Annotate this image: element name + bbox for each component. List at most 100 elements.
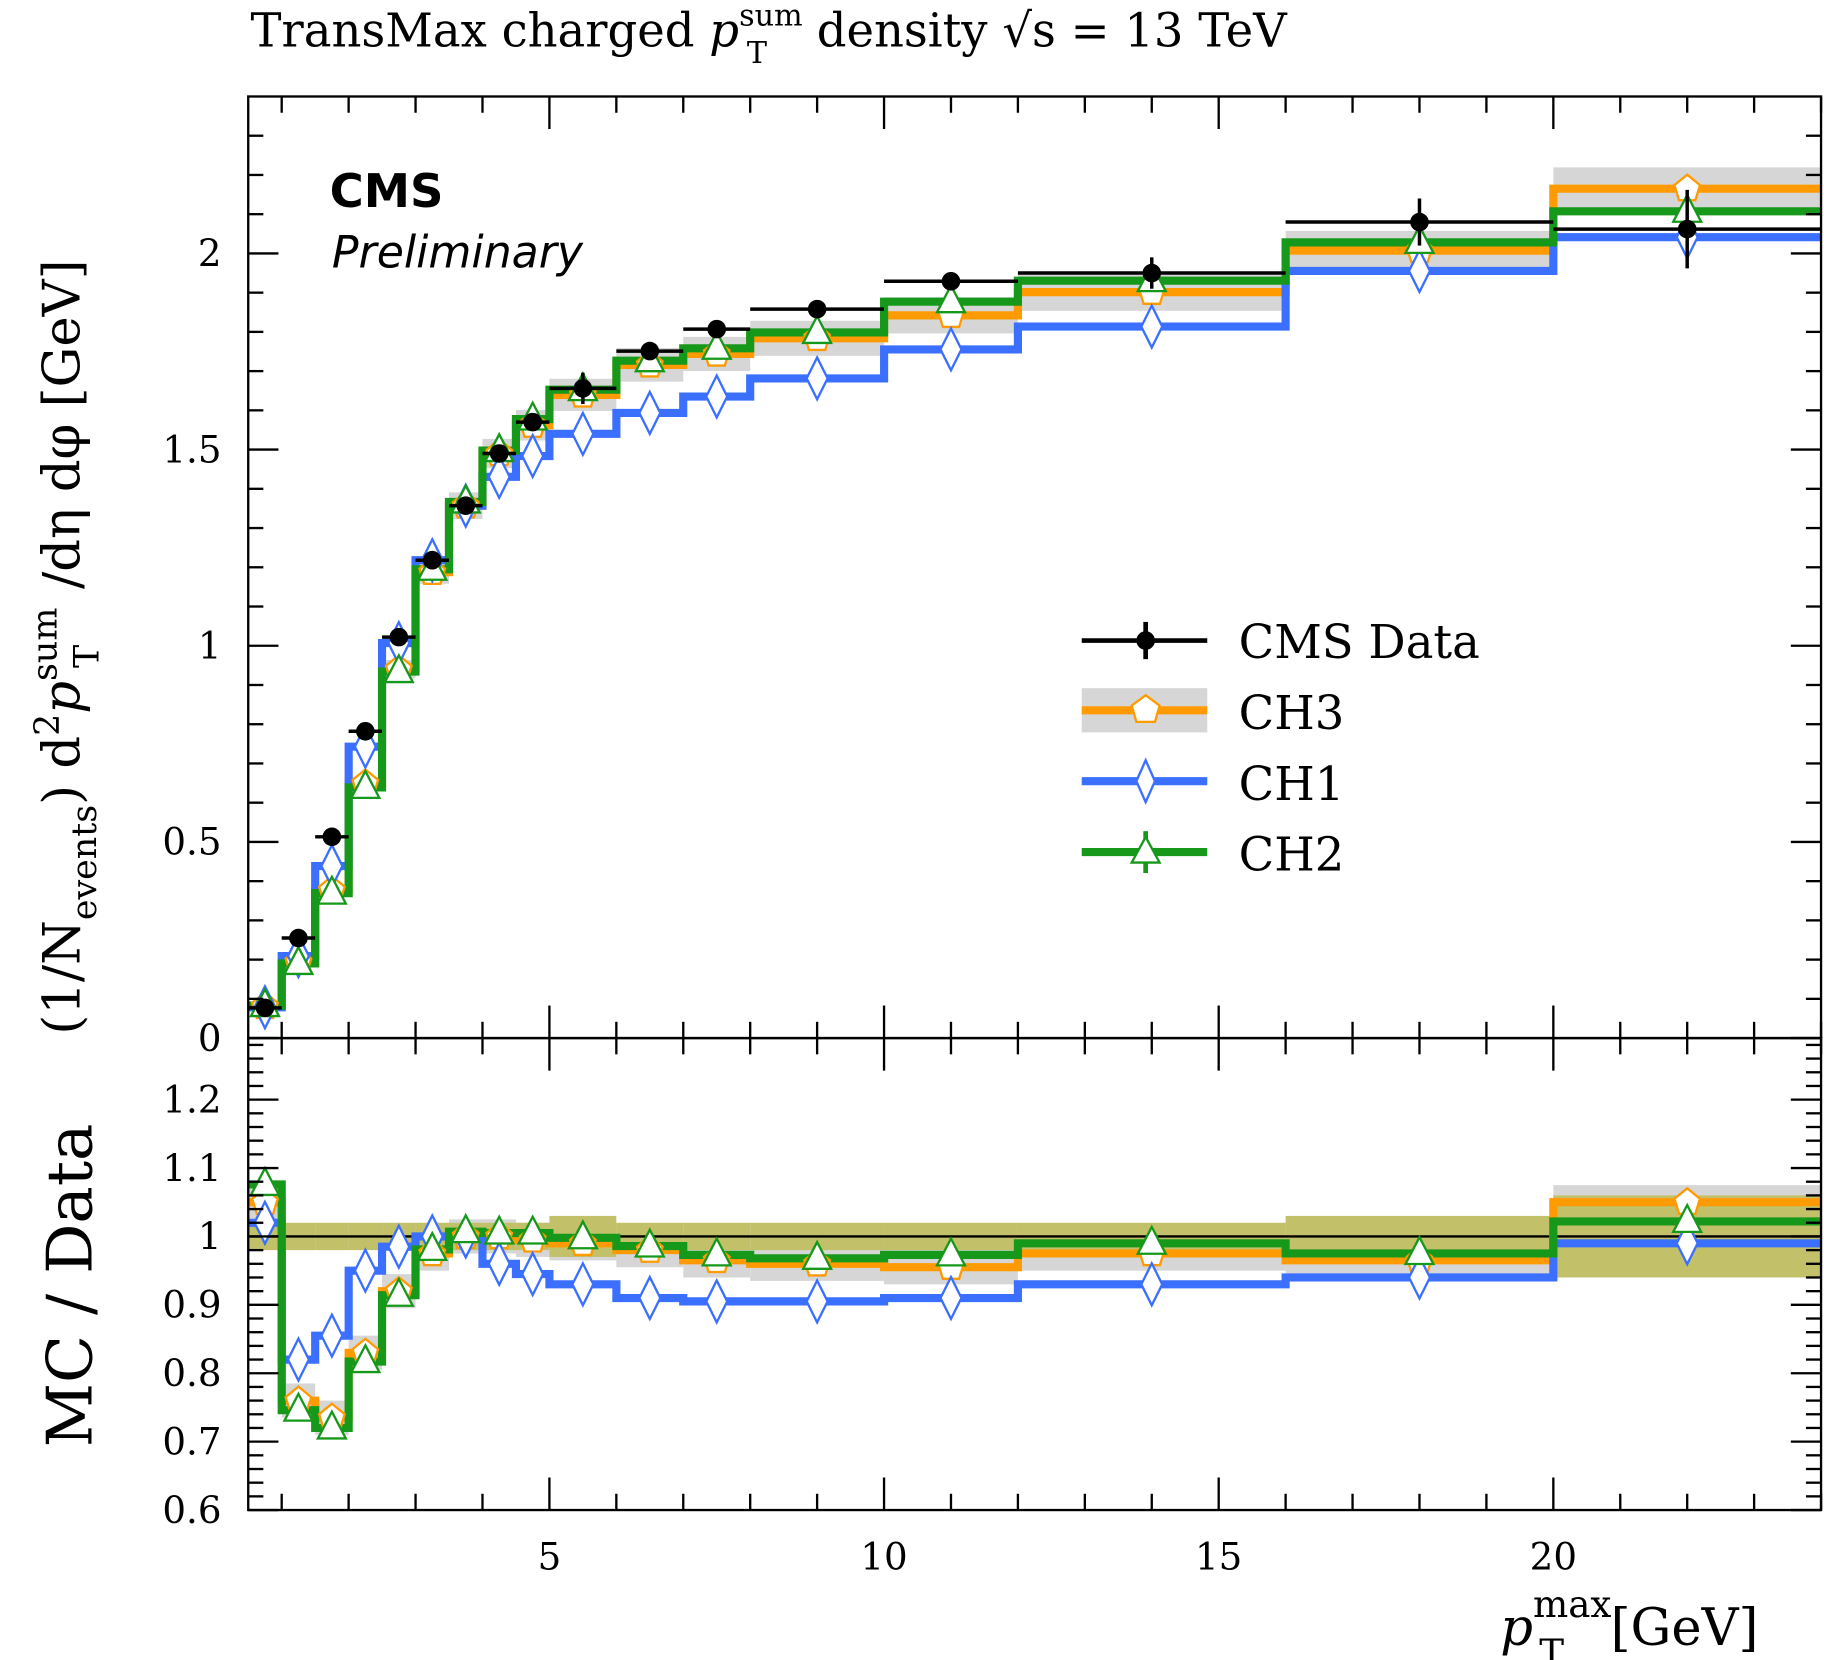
diamond-marker-ch1 bbox=[638, 389, 662, 437]
ylabel-d: /dη dφ [GeV] bbox=[34, 259, 93, 605]
diamond-ratio-marker-ch1 bbox=[1407, 1253, 1432, 1302]
data-point bbox=[1142, 263, 1162, 283]
data-point bbox=[807, 299, 827, 319]
data-marker-icon bbox=[1136, 631, 1155, 650]
triangle-ratio-marker-ch2 bbox=[449, 1212, 482, 1244]
x-tick-label: 15 bbox=[1195, 1534, 1242, 1578]
triangle-marker-ch2 bbox=[282, 944, 315, 976]
data-point bbox=[356, 721, 375, 741]
title-prefix: TransMax charged bbox=[251, 3, 710, 57]
triangle-marker-ch2 bbox=[316, 874, 348, 905]
x-tick-label: 10 bbox=[860, 1534, 907, 1578]
diamond-marker-ch1 bbox=[571, 410, 595, 458]
triangle-ratio-marker-ch2 bbox=[516, 1214, 549, 1245]
triangle-ratio-marker-ch2 bbox=[935, 1236, 967, 1267]
xlabel-unit: [GeV] bbox=[1611, 1599, 1759, 1658]
triangle-marker-ch2 bbox=[382, 652, 415, 684]
y-tick-label: 1 bbox=[198, 624, 222, 668]
data-point bbox=[456, 496, 476, 515]
diamond-ratio-marker-ch1 bbox=[638, 1274, 662, 1322]
title-sup: sum bbox=[739, 0, 803, 34]
diamond-marker-ch1 bbox=[1407, 247, 1432, 295]
y-tick-label: 0 bbox=[198, 1016, 222, 1060]
triangle-ratio-marker-ch2 bbox=[567, 1219, 599, 1250]
x-tick-label: 20 bbox=[1530, 1534, 1577, 1578]
legend-item-ch2: CH2 bbox=[1081, 828, 1345, 882]
ylabel-c: p bbox=[34, 681, 93, 714]
ratio-y-tick-label: 0.7 bbox=[162, 1419, 221, 1463]
diamond-ratio-marker-ch1 bbox=[1140, 1260, 1164, 1308]
triangle-ratio-marker-ch2 bbox=[633, 1227, 666, 1258]
ylabel-c-sub: T bbox=[67, 645, 107, 668]
data-point bbox=[1677, 219, 1697, 239]
y-tick-label: 0.5 bbox=[162, 820, 221, 864]
triangle-marker-ch2 bbox=[801, 313, 833, 345]
diamond-marker-ch1 bbox=[805, 354, 829, 402]
diamond-ratio-marker-ch1 bbox=[939, 1274, 963, 1322]
ratio-y-tick-label: 1 bbox=[198, 1214, 222, 1258]
data-point bbox=[322, 827, 342, 847]
title-energy: √s = 13 TeV bbox=[1002, 3, 1288, 57]
ylabel-a: (1/N bbox=[34, 920, 93, 1034]
y-tick-label: 1.5 bbox=[162, 427, 221, 471]
series-lines bbox=[248, 184, 1822, 1433]
legend: CMS Data CH3 CH1 CH2 bbox=[1081, 615, 1480, 882]
ratio-y-tick-label: 0.8 bbox=[162, 1351, 221, 1395]
ratio-line-ch2 bbox=[248, 1180, 1822, 1433]
diamond-marker-ch1 bbox=[1140, 303, 1164, 351]
y-axis-label: (1/Nevents) d2psumT /dη dφ [GeV] bbox=[25, 259, 107, 1034]
ratio-frame bbox=[247, 1036, 1823, 1512]
title-suffix: density bbox=[802, 3, 1002, 57]
ratio-y-tick-label: 0.9 bbox=[162, 1283, 221, 1327]
data-point bbox=[941, 271, 961, 291]
legend-label-ch2: CH2 bbox=[1239, 828, 1345, 882]
triangle-ratio-marker-ch2 bbox=[382, 1276, 415, 1307]
series-line-ch3 bbox=[248, 184, 1822, 1011]
diamond-marker-ch1 bbox=[487, 453, 511, 501]
triangle-ratio-marker-ch2 bbox=[801, 1239, 833, 1270]
diamond-marker-ch1 bbox=[520, 432, 545, 480]
triangle-marker-ch2 bbox=[935, 282, 967, 314]
triangle-ratio-marker-ch2 bbox=[349, 1342, 382, 1374]
triangle-marker-icon bbox=[1129, 834, 1162, 864]
triangle-ratio-marker-ch2 bbox=[1671, 1202, 1704, 1234]
triangle-ratio-marker-ch2 bbox=[282, 1391, 315, 1422]
triangle-marker-ch2 bbox=[700, 329, 733, 360]
ratio-y-tick-label: 0.6 bbox=[162, 1488, 221, 1532]
diamond-ratio-marker-ch1 bbox=[520, 1250, 545, 1298]
series-line-ch1 bbox=[248, 233, 1822, 1012]
data-point bbox=[289, 928, 308, 948]
ratio-y-axis-label: MC / Data bbox=[33, 1124, 106, 1448]
xlabel-sup: max bbox=[1533, 1582, 1611, 1626]
triangle-marker-ch2 bbox=[349, 768, 382, 800]
legend-item-data: CMS Data bbox=[1081, 615, 1480, 669]
data-point bbox=[255, 998, 275, 1018]
ylabel-c-sup: sum bbox=[25, 608, 65, 681]
triangle-ratio-marker-ch2 bbox=[416, 1230, 449, 1262]
diamond-marker-ch1 bbox=[704, 372, 729, 421]
triangle-ratio-marker-ch2 bbox=[1135, 1224, 1168, 1255]
xlabel-sub: T bbox=[1539, 1631, 1564, 1660]
x-tick-label: 5 bbox=[538, 1534, 562, 1578]
ylabel-b-sup: 2 bbox=[28, 714, 68, 736]
ylabel-b: ) d bbox=[34, 736, 93, 805]
diamond-ratio-marker-ch1 bbox=[387, 1223, 411, 1271]
triangle-ratio-marker-ch2 bbox=[316, 1409, 348, 1440]
data-point bbox=[573, 379, 593, 398]
diamond-ratio-marker-ch1 bbox=[571, 1260, 595, 1308]
diamond-ratio-marker-ch1 bbox=[487, 1240, 511, 1288]
legend-item-ch3: CH3 bbox=[1081, 686, 1344, 740]
legend-label-ch1: CH1 bbox=[1239, 757, 1345, 811]
data-point bbox=[523, 412, 542, 432]
triangle-ratio-marker-ch2 bbox=[483, 1214, 516, 1245]
ratio-y-tick-label: 1.1 bbox=[162, 1146, 221, 1190]
ratio-y-tick-label: 1.2 bbox=[162, 1077, 221, 1121]
ylabel-a-sub: events bbox=[65, 805, 105, 920]
data-point bbox=[489, 444, 509, 463]
pentagon-marker-icon bbox=[1130, 693, 1161, 724]
title-sub: T bbox=[747, 36, 767, 71]
data-point bbox=[422, 550, 442, 570]
legend-label-data: CMS Data bbox=[1239, 615, 1480, 669]
